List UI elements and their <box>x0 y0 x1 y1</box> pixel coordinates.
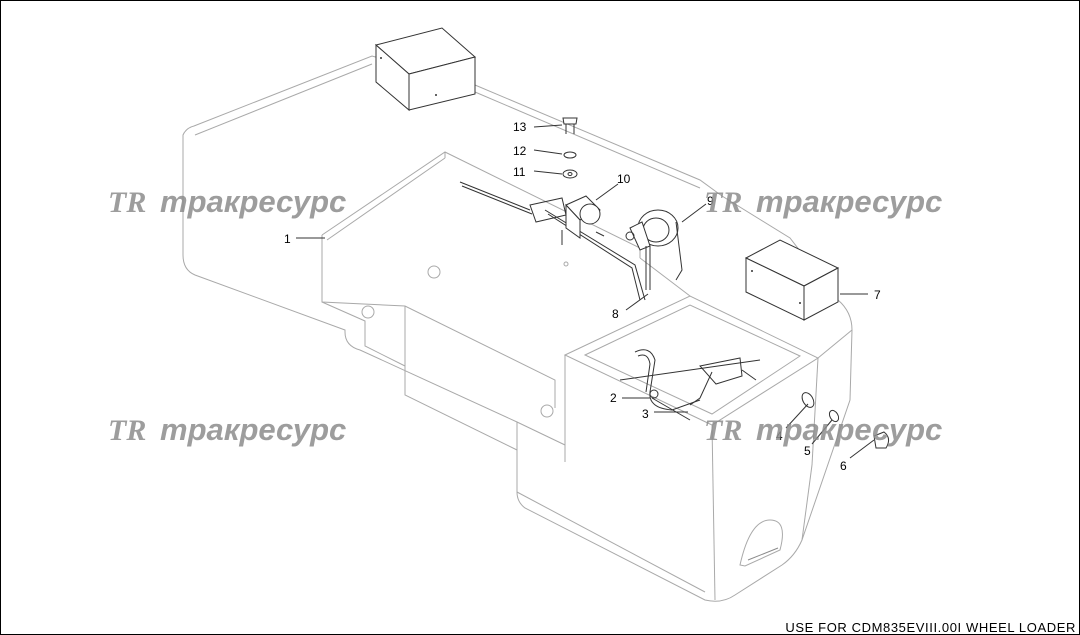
label-13: 13 <box>513 120 527 134</box>
wiring-harness <box>619 349 761 421</box>
label-1: 1 <box>284 232 291 246</box>
leader-lines <box>296 124 875 459</box>
block-rear <box>374 27 477 112</box>
label-3: 3 <box>642 407 649 421</box>
label-4: 4 <box>776 429 783 443</box>
watermark-bottom-right: TR тракресурс <box>704 412 942 447</box>
block-right <box>744 239 840 321</box>
footer-caption: USE FOR CDM835EVIII.00I WHEEL LOADER <box>785 620 1076 635</box>
label-6: 6 <box>840 459 847 473</box>
watermark-text: тракресурс <box>756 184 942 219</box>
label-11: 11 <box>513 165 526 179</box>
label-12: 12 <box>513 144 527 158</box>
horn <box>625 209 683 290</box>
plug-assembly <box>801 392 890 449</box>
label-9: 9 <box>707 194 714 208</box>
label-2: 2 <box>610 391 617 405</box>
relay-bracket <box>565 195 605 239</box>
watermark-top-right: TR тракресурс <box>704 184 942 219</box>
counterweight-housing <box>182 55 853 602</box>
watermark-text: тракресурс <box>160 184 346 219</box>
watermark-logo: TR <box>704 186 742 219</box>
label-8: 8 <box>612 307 619 321</box>
label-5: 5 <box>804 444 811 458</box>
watermark-text: тракресурс <box>756 412 942 447</box>
label-10: 10 <box>617 172 631 186</box>
watermark-bottom-left: TR тракресурс <box>108 412 346 447</box>
fastener-stack <box>562 117 578 179</box>
watermark-top-left: TR тракресурс <box>108 184 346 219</box>
cable-assembly <box>459 181 646 301</box>
watermark-text: тракресурс <box>160 412 346 447</box>
label-7: 7 <box>874 288 881 302</box>
part-labels: 1 2 3 4 5 6 7 8 9 10 11 12 13 <box>284 120 881 473</box>
watermark-logo: TR <box>704 414 742 447</box>
watermark-logo: TR <box>108 414 146 447</box>
watermark-logo: TR <box>108 186 146 219</box>
